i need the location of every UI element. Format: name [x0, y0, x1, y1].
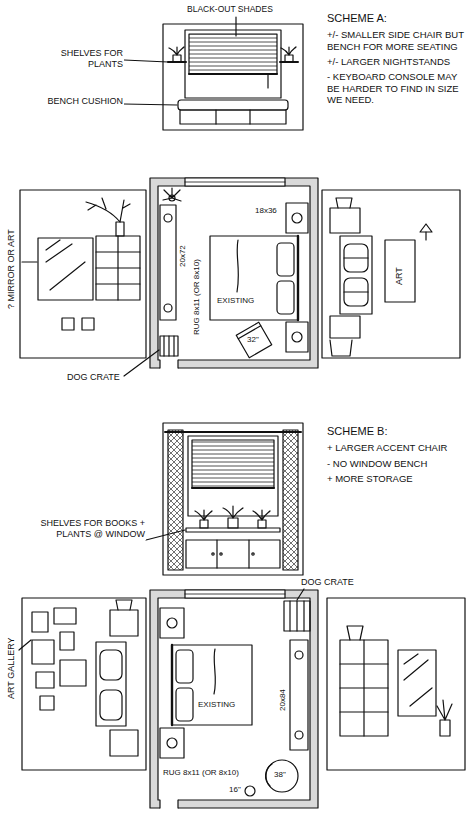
sketch-label: 32"	[246, 335, 260, 345]
sketch-label: +/- LARGER NIGHTSTANDS	[326, 56, 468, 67]
sketch-label: EXISTING	[216, 296, 255, 306]
sketch-label: + LARGER ACCENT CHAIR	[326, 442, 468, 453]
sketch-label: RUG 8x11 (OR 8x10)	[162, 768, 240, 778]
sketch-label: - KEYBOARD CONSOLE MAY BE HARDER TO FIND…	[326, 71, 468, 105]
sketch-label: SCHEME A:	[326, 12, 468, 25]
sketch-label: 38"	[273, 770, 287, 780]
sketch-label: - NO WINDOW BENCH	[326, 458, 468, 469]
sketch-label: 20x84	[278, 688, 288, 712]
sketch-label: ? MIRROR OR ART	[6, 228, 17, 310]
sketch-label: EXISTING	[197, 700, 236, 710]
sketch-label: DOG CRATE	[66, 372, 121, 383]
sketch-label: BENCH CUSHION	[40, 96, 124, 107]
sketch-label: ART	[394, 266, 405, 286]
sketch-label: SHELVES FOR PLANTS	[40, 48, 124, 70]
sketch-label: +/- SMALLER SIDE CHAIR BUT BENCH FOR MOR…	[326, 29, 468, 52]
sketch-label: 18x36	[254, 206, 278, 216]
sketch-label: SHELVES FOR BOOKS + PLANTS @ WINDOW	[30, 518, 146, 540]
sketch-label: ART GALLERY	[6, 636, 17, 700]
sketch-label: + MORE STORAGE	[326, 473, 468, 484]
sketch-label: 20x72	[178, 244, 188, 268]
sketch-label: 16"	[228, 785, 242, 795]
sketch-label: DOG CRATE	[300, 577, 355, 588]
sketch-label: BLACK-OUT SHADES	[186, 4, 274, 14]
sketch-label: SCHEME B:	[326, 425, 468, 438]
sketch-label: RUG 8x11 (OR 8x10)	[192, 258, 202, 336]
